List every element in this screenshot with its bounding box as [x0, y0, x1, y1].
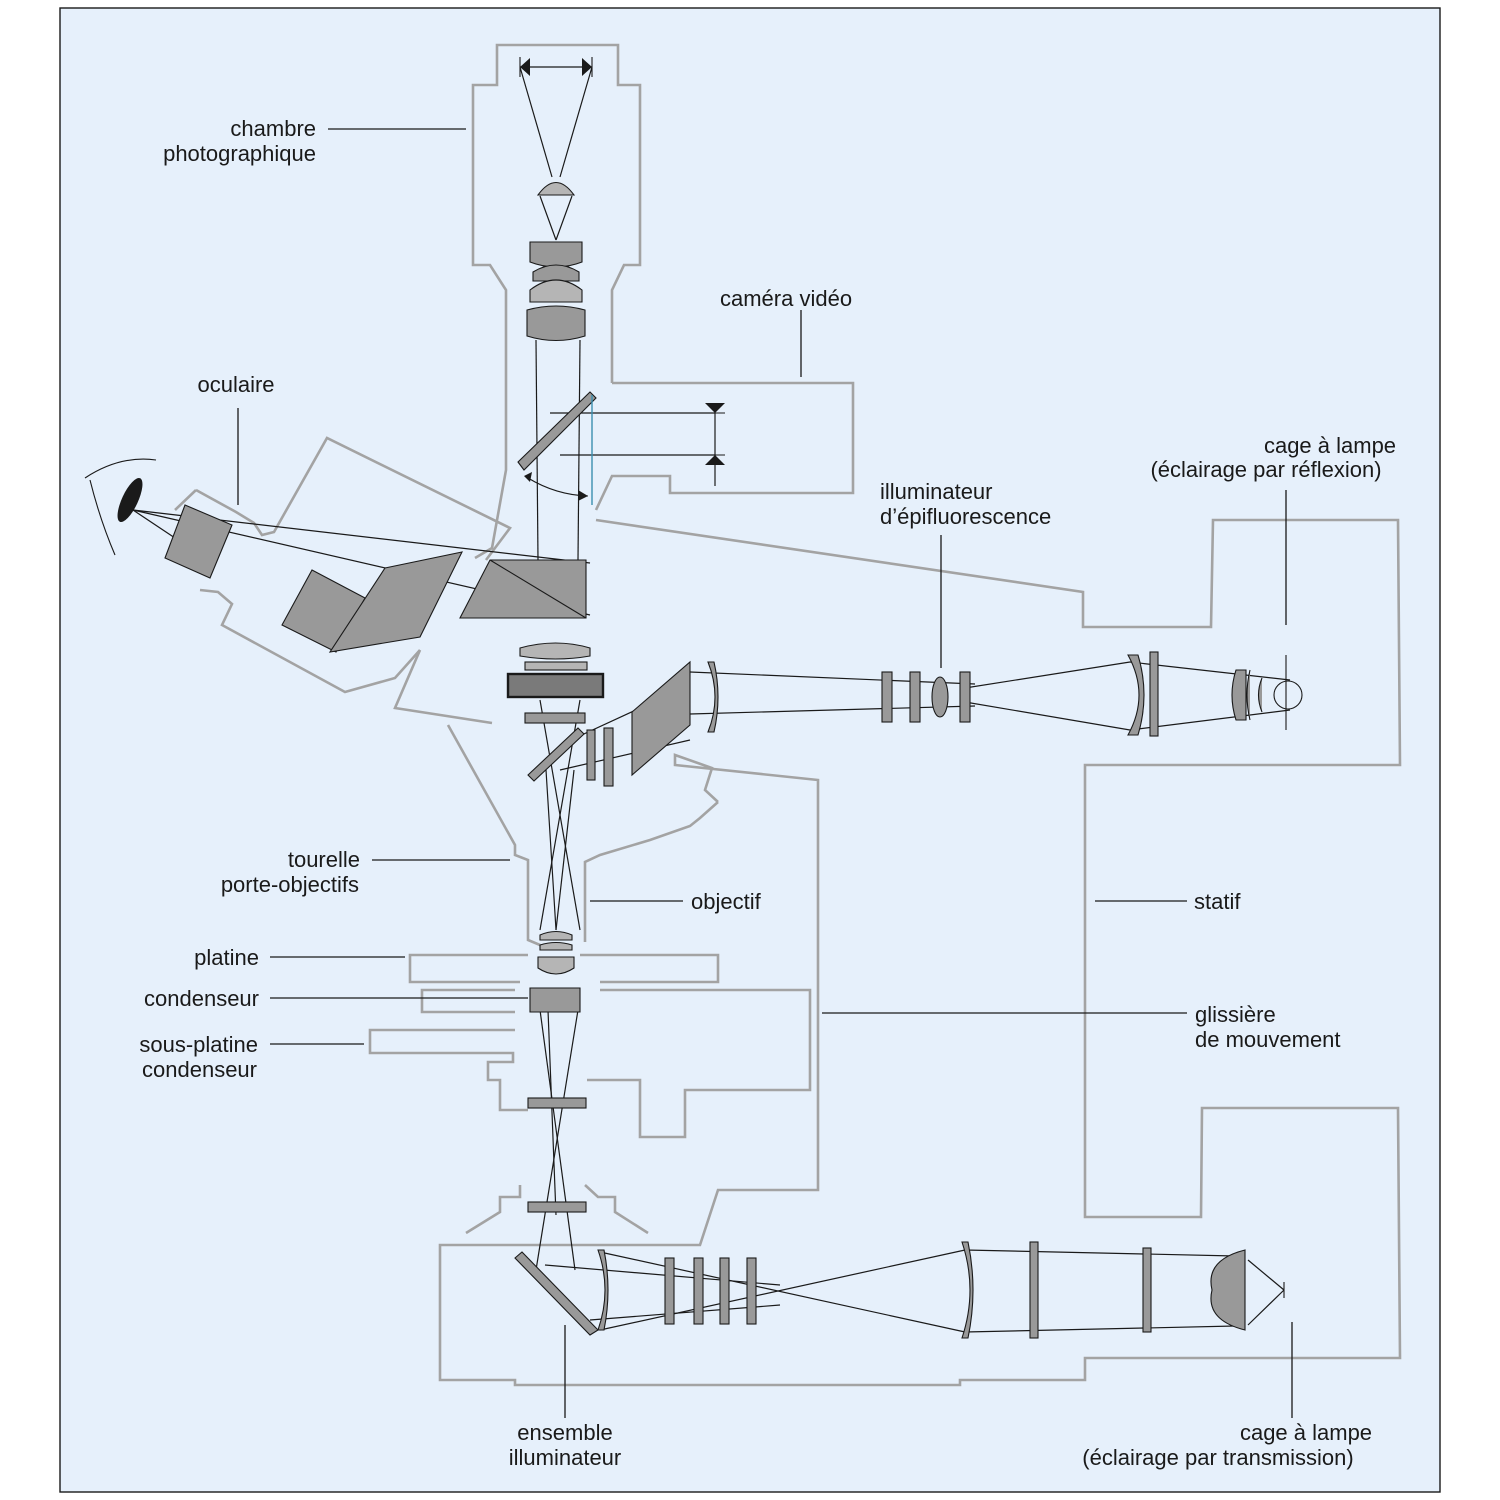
eye-icon	[117, 477, 143, 523]
label-sous-platine-line1: sous-platine	[139, 1032, 258, 1057]
slide-frame	[506, 672, 605, 699]
label-cage-reflexion-line1: cage à lampe	[1264, 433, 1396, 458]
label-objectif: objectif	[691, 889, 762, 914]
label-ensemble-line1: ensemble	[517, 1420, 612, 1445]
lower-optics	[527, 930, 587, 1213]
condenser-mount-housing	[368, 988, 812, 1139]
label-illuminateur-line1: illuminateur	[880, 479, 993, 504]
label-camera-video: caméra vidéo	[720, 286, 852, 311]
video-camera-housing	[594, 381, 855, 511]
label-ensemble-line2: illuminateur	[509, 1445, 622, 1470]
leader-lines	[237, 128, 1293, 1418]
diagram-frame	[59, 7, 1441, 1493]
label-sous-platine-line2: condenseur	[142, 1057, 257, 1082]
label-chambre-line1: chambre	[230, 116, 316, 141]
label-oculaire: oculaire	[197, 372, 274, 397]
label-chambre-line2: photographique	[163, 141, 316, 166]
camera-beamsplitter	[517, 391, 725, 505]
label-glissiere-line2: de mouvement	[1195, 1027, 1341, 1052]
objective-turret-optics	[506, 642, 605, 782]
eyepiece-housing	[174, 436, 512, 694]
stage-housing	[408, 953, 720, 984]
label-tourelle-line2: porte-objectifs	[221, 872, 359, 897]
label-cage-transmission-line1: cage à lampe	[1240, 1420, 1372, 1445]
eyepiece-optics	[84, 458, 587, 653]
label-cage-reflexion-line2: (éclairage par réflexion)	[1150, 457, 1381, 482]
epi-illuminator-optics	[586, 651, 1303, 787]
stand-housing	[438, 518, 1402, 1387]
label-illuminateur-line2: d’épifluorescence	[880, 504, 1051, 529]
photo-chamber-optics	[519, 57, 593, 342]
labels: chambre photographique caméra vidéo ocul…	[139, 116, 1396, 1470]
label-statif: statif	[1194, 889, 1241, 914]
label-tourelle-line1: tourelle	[288, 847, 360, 872]
illuminator-base-housing	[465, 1184, 649, 1235]
transmission-illuminator-optics	[514, 1241, 1285, 1339]
turret-housing	[393, 649, 719, 947]
label-condenseur: condenseur	[144, 986, 259, 1011]
label-cage-transmission-line2: (éclairage par transmission)	[1082, 1445, 1353, 1470]
label-glissiere-line1: glissière	[1195, 1002, 1276, 1027]
label-platine: platine	[194, 945, 259, 970]
photo-chamber-housing	[471, 43, 642, 560]
